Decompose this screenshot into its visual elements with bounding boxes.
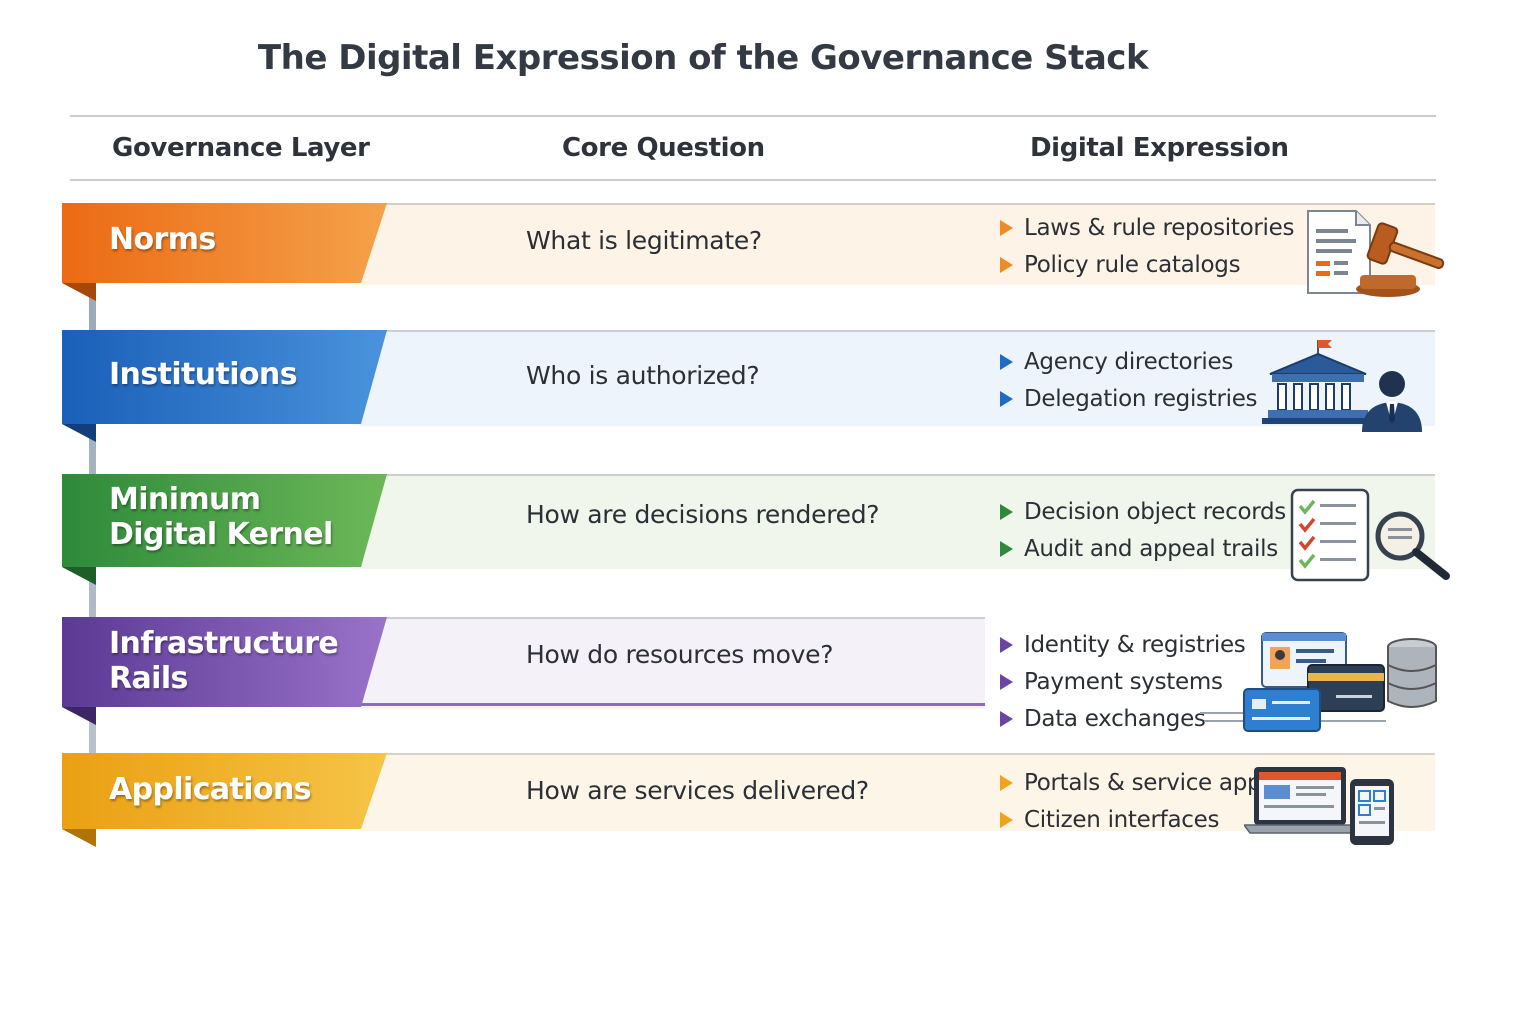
expression-list: Agency directories Delegation registries: [1000, 344, 1258, 418]
column-header-question: Core Question: [562, 133, 765, 163]
core-question: How are decisions rendered?: [526, 500, 880, 529]
header-divider-top: [70, 115, 1436, 117]
layer-label: Norms: [109, 222, 216, 257]
layer-label: Minimum Digital Kernel: [109, 482, 333, 552]
expression-list: Identity & registries Payment systems Da…: [1000, 627, 1246, 738]
bullet-arrow-icon: [1000, 391, 1013, 407]
expression-item: Citizen interfaces: [1000, 802, 1273, 839]
layer-row-infrastructure-rails: Infrastructure Rails How do resources mo…: [0, 617, 1536, 732]
bullet-arrow-icon: [1000, 354, 1013, 370]
expression-item: Laws & rule repositories: [1000, 210, 1294, 247]
bullet-arrow-icon: [1000, 257, 1013, 273]
row-band: [360, 474, 1435, 569]
layer-row-norms: Norms What is legitimate? Laws & rule re…: [0, 203, 1536, 301]
layer-label-box: [62, 753, 387, 829]
bullet-arrow-icon: [1000, 812, 1013, 828]
expression-item: Portals & service apps: [1000, 765, 1273, 802]
row-band: [360, 203, 1435, 285]
expression-item: Identity & registries: [1000, 627, 1246, 664]
layer-label: Applications: [109, 772, 312, 807]
layer-label: Institutions: [109, 357, 298, 392]
expression-list: Decision object records Audit and appeal…: [1000, 494, 1286, 568]
expression-list: Portals & service apps Citizen interface…: [1000, 765, 1273, 839]
layer-label-box: [62, 617, 387, 707]
ribbon-fold: [62, 829, 96, 847]
row-band: [360, 617, 985, 709]
expression-item: Delegation registries: [1000, 381, 1258, 418]
bullet-arrow-icon: [1000, 775, 1013, 791]
expression-item: Data exchanges: [1000, 701, 1245, 738]
layer-label-box: [62, 330, 387, 424]
layer-row-institutions: Institutions Who is authorized? Agency d…: [0, 330, 1536, 442]
core-question: What is legitimate?: [526, 226, 762, 255]
bullet-arrow-icon: [1000, 220, 1013, 236]
bullet-arrow-icon: [1000, 637, 1013, 653]
layer-row-minimum-digital-kernel: Minimum Digital Kernel How are decisions…: [0, 474, 1536, 585]
expression-item: Agency directories: [1000, 344, 1257, 381]
expression-item: Policy rule catalogs: [1000, 247, 1294, 284]
row-band: [360, 330, 1435, 426]
core-question: How do resources move?: [526, 640, 834, 669]
bullet-arrow-icon: [1000, 504, 1013, 520]
layer-row-applications: Applications How are services delivered?…: [0, 753, 1536, 847]
bullet-arrow-icon: [1000, 674, 1013, 690]
layer-label: Infrastructure Rails: [109, 626, 339, 696]
ribbon-fold: [62, 424, 96, 442]
expression-item: Payment systems: [1000, 664, 1245, 701]
page-title: The Digital Expression of the Governance…: [257, 38, 1149, 78]
expression-item: Decision object records: [1000, 494, 1286, 531]
ribbon-fold: [62, 567, 96, 585]
laptop-tablet-icon: [1244, 767, 1394, 845]
government-building-official-icon: [1262, 340, 1422, 432]
header-divider-bottom: [70, 179, 1436, 181]
core-question: Who is authorized?: [526, 361, 760, 390]
core-question: How are services delivered?: [526, 776, 869, 805]
row-underline: [360, 703, 985, 706]
layer-label-box: [62, 474, 387, 567]
column-header-expression: Digital Expression: [1030, 133, 1289, 163]
ribbon-fold: [62, 283, 96, 301]
ribbon-fold: [62, 707, 96, 725]
expression-list: Laws & rule repositories Policy rule cat…: [1000, 210, 1294, 284]
layer-label-box: [62, 203, 387, 283]
bullet-arrow-icon: [1000, 541, 1013, 557]
column-header-layer: Governance Layer: [112, 133, 370, 163]
document-gavel-icon: [1307, 210, 1445, 297]
expression-item: Audit and appeal trails: [1000, 531, 1286, 568]
checklist-magnifier-icon: [1290, 488, 1450, 582]
id-cards-database-icon: [1200, 632, 1437, 732]
bullet-arrow-icon: [1000, 711, 1013, 727]
